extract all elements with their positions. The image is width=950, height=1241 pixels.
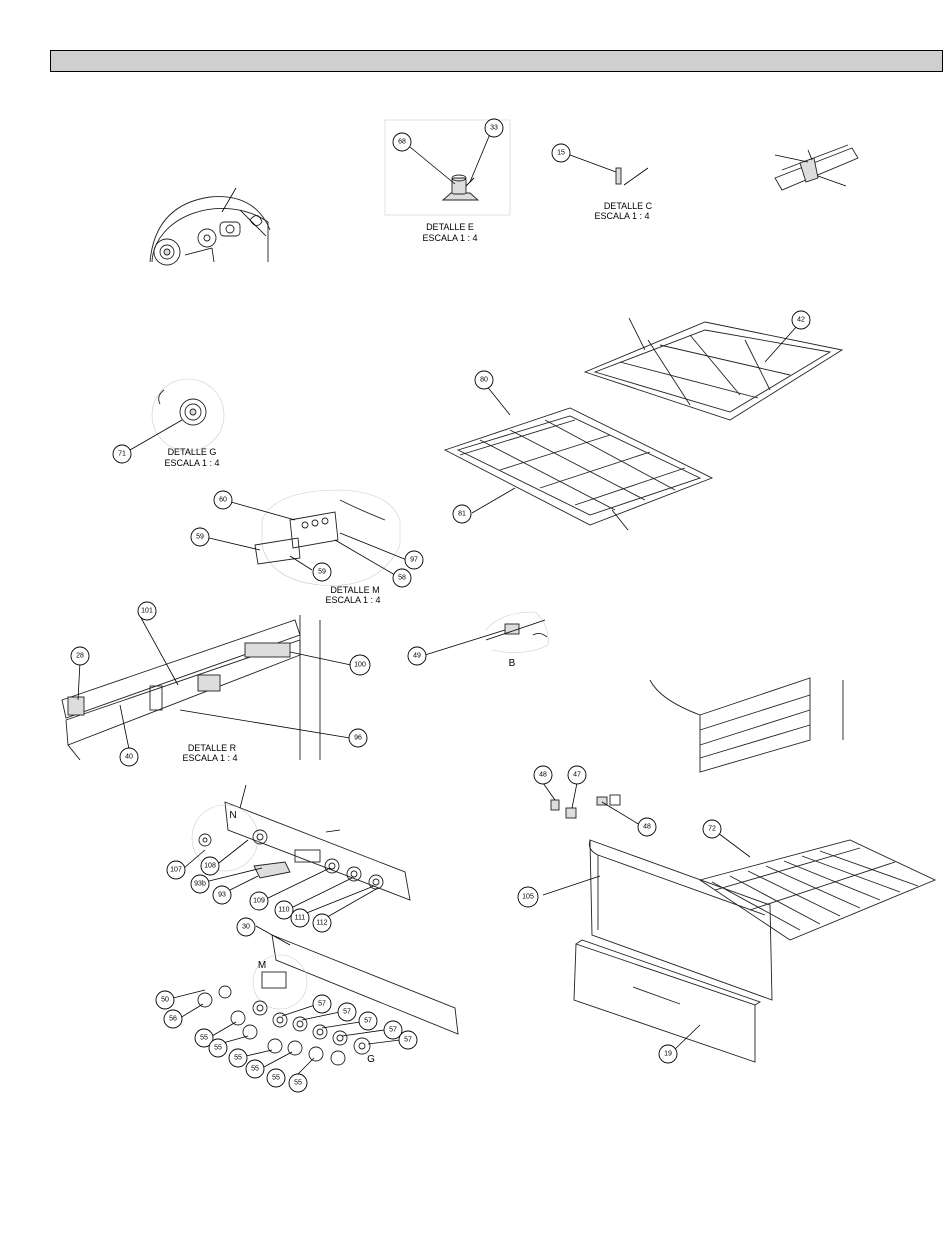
detail-m-scale: ESCALA 1 : 4 — [325, 595, 380, 605]
detail-e: 68 33 DETALLE E ESCALA 1 : 4 — [385, 119, 510, 243]
callout-58: 58 — [398, 575, 406, 582]
callout-93: 93 — [218, 892, 226, 899]
detail-e-title: DETALLE E — [426, 222, 474, 232]
letter-g: G — [367, 1054, 375, 1065]
control-panel-lower: M 30 G 50 — [156, 918, 458, 1092]
callout-112: 112 — [316, 920, 327, 927]
callout-93b: 93b — [194, 881, 206, 888]
oven-door-105: 105 — [518, 840, 772, 1000]
callout-48b: 48 — [643, 824, 651, 831]
callout-97: 97 — [410, 557, 418, 564]
callout-55c: 55 — [234, 1055, 242, 1062]
detail-r-title: DETALLE R — [188, 743, 237, 753]
callout-107: 107 — [170, 867, 182, 874]
callout-57c: 57 — [364, 1018, 372, 1025]
callout-40: 40 — [125, 754, 133, 761]
detail-m: 60 59 59 97 58 DETALLE M ESCALA 1 : 4 — [191, 490, 423, 605]
callout-111: 111 — [295, 915, 306, 922]
callout-48a: 48 — [539, 772, 547, 779]
letter-m: M — [258, 960, 266, 971]
callout-109: 109 — [253, 898, 265, 905]
callout-56: 56 — [169, 1016, 177, 1023]
callout-55e: 55 — [272, 1075, 280, 1082]
callout-72: 72 — [708, 826, 716, 833]
detail-g-scale: ESCALA 1 : 4 — [164, 458, 219, 468]
grate-42: 42 — [585, 311, 842, 420]
hinge-parts: 48 47 48 — [534, 766, 656, 836]
callout-49: 49 — [413, 653, 421, 660]
callout-42: 42 — [797, 317, 805, 324]
callout-19: 19 — [664, 1051, 672, 1058]
callout-60: 60 — [219, 497, 227, 504]
callout-59b: 59 — [318, 569, 326, 576]
oven-rack-72: 72 — [700, 820, 935, 940]
callout-96: 96 — [354, 735, 362, 742]
oven-rack-side — [650, 678, 843, 772]
callout-57e: 57 — [404, 1037, 412, 1044]
callout-57b: 57 — [343, 1009, 351, 1016]
callout-80: 80 — [480, 377, 488, 384]
detail-49: 49 B — [408, 612, 548, 669]
callout-101: 101 — [141, 608, 153, 615]
callout-100: 100 — [354, 662, 366, 669]
callout-105: 105 — [522, 894, 534, 901]
detail-g: 71 DETALLE G ESCALA 1 : 4 — [113, 379, 224, 468]
callout-55b: 55 — [214, 1045, 222, 1052]
drawer-19: 19 — [574, 940, 760, 1063]
detail-c-title: DETALLE C — [604, 201, 653, 211]
detail-c-scale: ESCALA 1 : 4 — [594, 211, 649, 221]
detail-e-scale: ESCALA 1 : 4 — [422, 233, 477, 243]
letter-b: B — [509, 658, 516, 669]
callout-108: 108 — [204, 863, 216, 870]
callout-57a: 57 — [318, 1001, 326, 1008]
letter-n: N — [229, 810, 236, 821]
detail-r: 101 28 100 40 96 DETALLE R ESCALA 1 : 4 — [62, 602, 370, 766]
detail-c: 15 DETALLE C ESCALA 1 : 4 — [552, 144, 653, 221]
callout-57d: 57 — [389, 1027, 397, 1034]
callout-47: 47 — [573, 772, 581, 779]
callout-33: 33 — [490, 125, 498, 132]
detail-r-scale: ESCALA 1 : 4 — [182, 753, 237, 763]
callout-30: 30 — [242, 924, 250, 931]
callout-81: 81 — [458, 511, 466, 518]
detail-m-title: DETALLE M — [330, 585, 379, 595]
callout-55d: 55 — [251, 1066, 259, 1073]
callout-55f: 55 — [294, 1080, 302, 1087]
callout-28: 28 — [76, 653, 84, 660]
callout-59a: 59 — [196, 534, 204, 541]
callout-15: 15 — [557, 150, 565, 157]
callout-55a: 55 — [200, 1035, 208, 1042]
callout-50: 50 — [161, 997, 169, 1004]
detail-b-magnifier — [150, 188, 270, 265]
callout-68: 68 — [398, 139, 406, 146]
control-panel-upper: N 107 108 93b 93 109 110 111 112 — [167, 785, 410, 932]
callout-110: 110 — [278, 907, 289, 914]
detail-g-title: DETALLE G — [168, 447, 217, 457]
callout-71: 71 — [118, 451, 126, 458]
burner-tube-detail — [775, 145, 858, 190]
